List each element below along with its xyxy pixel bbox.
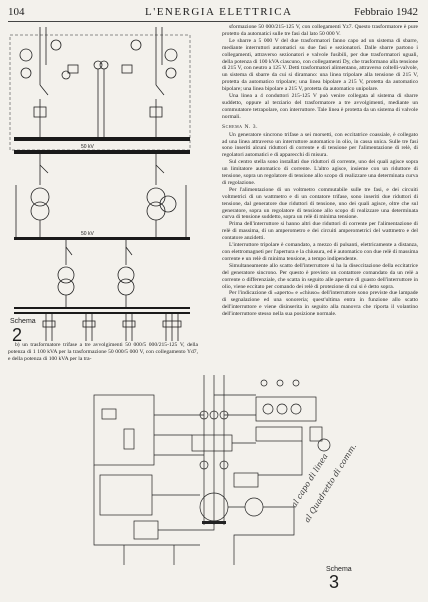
paragraph: Un generatore sincrono trifase a sei mor… [222, 131, 418, 159]
left-text-column: b) un trasformatore trifase a tre avvolg… [8, 342, 198, 363]
paragraph: Prima dell'interruttore si hanno altri d… [222, 221, 418, 242]
journal-title: L'ENERGIA ELETTRICA [145, 6, 293, 18]
header-rule [8, 21, 418, 22]
paragraph: b) un trasformatore trifase a tre avvolg… [8, 342, 198, 362]
issue-date: Febbraio 1942 [354, 6, 418, 18]
schema-2-diagram: 50 kV 50 kV [9, 27, 191, 341]
schema-2-caption-number: 2 [12, 325, 23, 345]
bus-label-lower: 50 kV [81, 231, 94, 237]
schema-3-diagram [93, 375, 331, 565]
paragraph: sformazione 50 000/215-125 V, con colleg… [222, 24, 418, 37]
paragraph: Simultaneamente allo scatto dell'interru… [222, 262, 418, 290]
bus-label-upper: 50 kV [81, 144, 94, 150]
schema-3-caption-number: 3 [329, 572, 340, 592]
paragraph: Sul centro stella sono installati due ri… [222, 159, 418, 186]
paragraph: Una linea a 4 conduttori 215-125 V può v… [222, 93, 418, 120]
section-heading: Schema N. 3. [222, 123, 258, 130]
schema-2-caption-word: Schema [10, 318, 36, 325]
paragraph: L'interruttore tripolare è comandato, a … [222, 242, 418, 262]
schema-3-caption-word: Schema [326, 566, 352, 573]
right-text-column: sformazione 50 000/215-125 V, con colleg… [222, 24, 418, 318]
page-number: 104 [8, 6, 25, 18]
paragraph: Le sbarre a 5 000 V del due trasformator… [222, 37, 418, 93]
paragraph: Per l'alimentazione di un voltmetro comm… [222, 186, 418, 221]
paragraph: Per l'indicazione di «aperto» e «chiuso»… [222, 290, 418, 318]
